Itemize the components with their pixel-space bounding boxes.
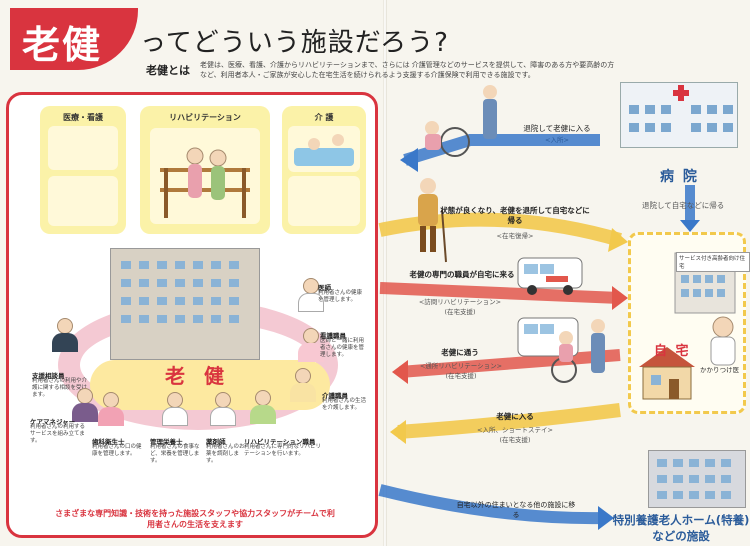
arrow-roken-to-nursing-home (378, 484, 606, 525)
rehab-scene-image (150, 128, 260, 224)
flow-stay-sub: <入所、ショートステイ> (477, 426, 553, 434)
role-care-desc: 利用者さんの生活を介護します。 (322, 398, 367, 411)
toilet-scene-image (288, 176, 360, 226)
role-nurse-title: 看護職員 (320, 332, 346, 340)
bath-illustration (294, 134, 354, 166)
nursing-home-label: 特別養護老人ホーム(特養)などの施設 (612, 513, 750, 543)
role-counselor-title: 支援相談員 (32, 372, 65, 380)
cane-walker-illustration (418, 178, 447, 263)
care-worker-figure (288, 368, 318, 402)
role-dietitian-title: 管理栄養士 (150, 438, 183, 446)
flow-discharge-sub: <在宅復帰> (496, 232, 534, 240)
role-caremanager-desc: 利用者さんの利用するサービスを組み立てます。 (30, 424, 86, 444)
hospital-label: 病 院 (660, 169, 699, 185)
roken-center-label: 老 健 (165, 364, 230, 388)
flow-stay-main: 老健に入る (496, 412, 534, 421)
pharmacist-figure (208, 392, 238, 426)
flow-daycare-main: 老健に通う (441, 348, 479, 357)
arrow-hospital-to-roken (403, 134, 600, 166)
family-doctor-label: かかりつけ医 (700, 366, 740, 374)
flow-admit-main: 退院して老健に入る (523, 124, 591, 133)
service-rehab-label: リハビリテーション (169, 113, 241, 122)
flow-visit-sub: <訪問リハビリテーション> (418, 298, 502, 306)
home-label: 自 宅 (654, 344, 691, 359)
role-dental-title: 歯科衛生士 (92, 438, 125, 446)
parallel-bars-illustration (160, 147, 250, 218)
arrow-home-to-roken-stay (397, 403, 621, 439)
doctor-figure (296, 278, 326, 312)
flow-stay-sub2: (在宅支援) (499, 436, 531, 444)
facility-sign: サービス付き高齢者向け住宅 (676, 252, 750, 272)
arrow-roken-to-home (378, 212, 622, 247)
arrow-home-to-roken-day (399, 349, 621, 378)
nurse-figure (296, 328, 326, 362)
role-doctor-desc: 利用者さんの健康を管理します。 (318, 290, 363, 303)
flow-transfer-text: 自宅以外の住まいとなる他の施設に移る (456, 501, 576, 519)
nursing-home-windows (657, 459, 731, 499)
bubble-rehab: リハビリテーション (140, 106, 270, 234)
team-footer-text: さまざまな専門知識・技術を持った施設スタッフや協力スタッフがチームで利用者さんの… (55, 509, 335, 529)
daycare-van-illustration (517, 317, 605, 383)
role-rehab-desc: 利用者さんに専門的なリハビリテーションを行います。 (244, 444, 322, 457)
hospital-return-text: 退院して自宅などに帰る (642, 201, 725, 210)
role-care-title: 介護職員 (322, 392, 348, 400)
visiting-van-illustration (517, 257, 583, 295)
service-care-label: 介 護 (314, 113, 334, 122)
red-cross-icon (673, 85, 689, 101)
service-medical-label: 医療・看護 (63, 113, 103, 122)
bubble-care: 介 護 (282, 106, 366, 234)
title-question: ってどういう施設だろう? (140, 28, 449, 58)
nurse-scene-image (48, 176, 118, 226)
roken-building (110, 248, 260, 360)
role-rehab-title: リハビリテーション職員 (244, 438, 316, 446)
flow-daycare-sub: <通所リハビリテーション> (419, 362, 503, 370)
intro-text: 老健は、医療、看護、介護からリハビリテーションまで、さらには 介護管理などのサー… (200, 61, 615, 79)
rehab-staff-figure (248, 390, 278, 424)
flow-visit-main: 老健の専門の職員が自宅に来る (409, 270, 515, 279)
dietitian-figure (160, 392, 190, 426)
role-counselor-desc: 利用者さんの利用や介護に関する相談を受けます。 (32, 378, 88, 398)
caremanager-figure (70, 388, 100, 422)
hospital-building (620, 82, 738, 148)
dental-figure (96, 392, 126, 426)
role-doctor-title: 医師 (318, 284, 331, 292)
role-pharmacist-title: 薬剤師 (206, 438, 226, 446)
counselor-figure (50, 318, 80, 352)
role-dietitian-desc: 利用者さんの食事など、栄養を管理します。 (150, 444, 200, 464)
page-fold (383, 0, 387, 546)
role-caremanager-title: ケアマネジャー (30, 418, 76, 426)
flow-discharge-main: 状態が良くなり、老健を退所して自宅などに帰る (440, 206, 590, 225)
intro-label: 老健とは (146, 64, 190, 77)
nursing-home-building (648, 450, 746, 508)
bubble-medical: 医療・看護 (40, 106, 126, 234)
wheelchair-transfer-illustration (425, 85, 497, 157)
role-nurse-desc: 医師と一緒に利用者さんの健康を管理します。 (320, 338, 365, 358)
flow-daycare-sub2: (在宅支援) (445, 372, 477, 380)
flow-admit-sub: <入所> (545, 136, 569, 144)
flow-visit-sub2: (在宅支援) (444, 308, 476, 316)
medical-scene-image (48, 126, 118, 170)
bath-scene-image (288, 126, 360, 172)
role-pharmacist-desc: 利用者さんのお薬を調剤します。 (206, 444, 245, 464)
arrow-roken-visit-home (379, 282, 621, 304)
role-dental-desc: 利用者さんの口の健康を管理します。 (92, 444, 142, 457)
title-main: 老健 (22, 23, 103, 67)
